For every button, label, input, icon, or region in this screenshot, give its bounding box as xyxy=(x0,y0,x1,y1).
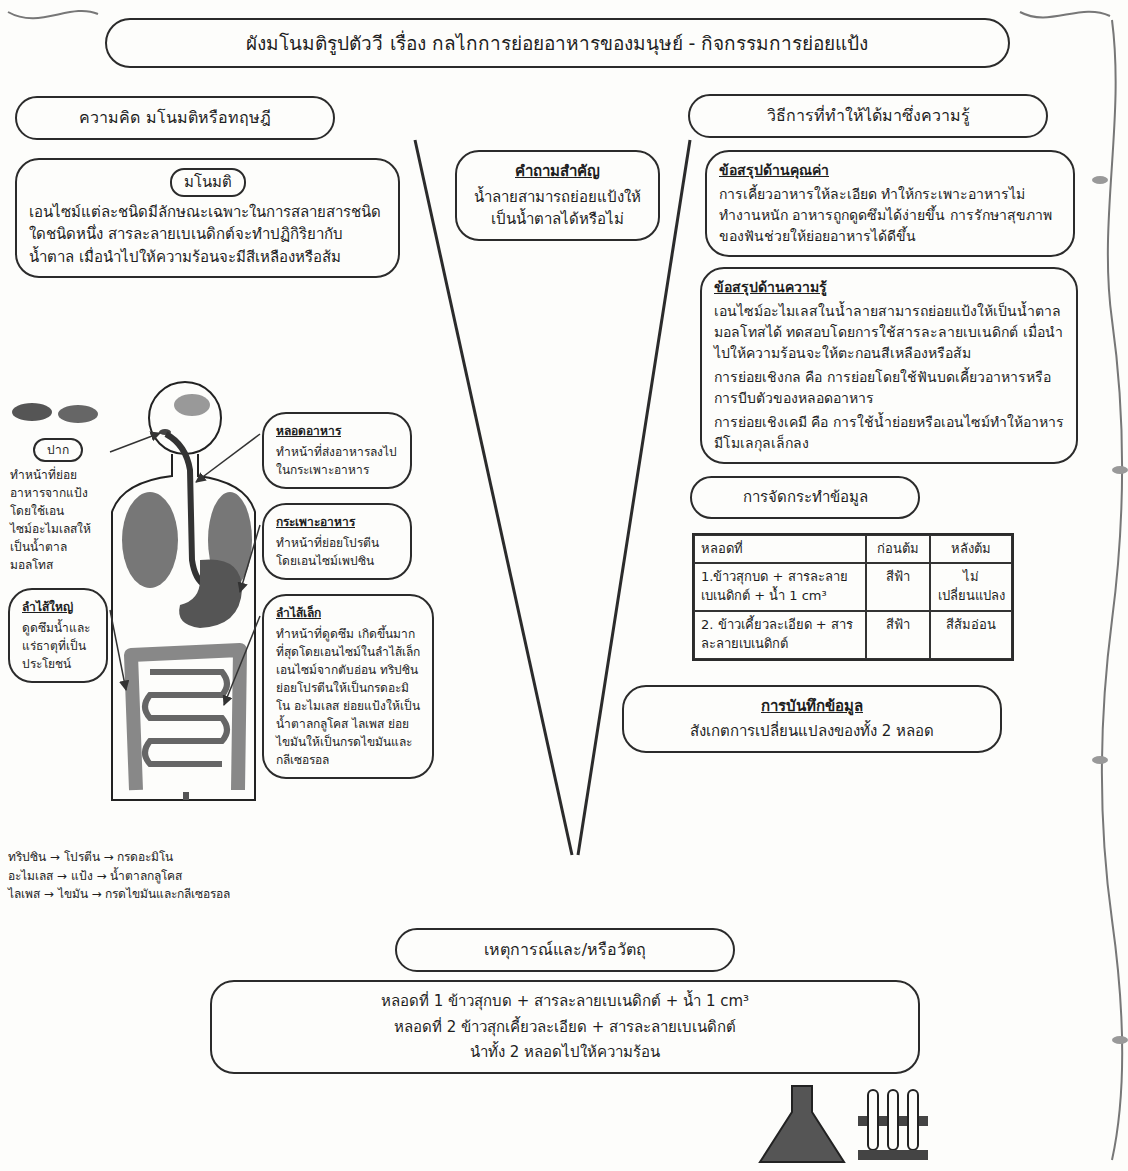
node-text: เอนไซม์แต่ละชนิดมีลักษณะเฉพาะในการสลายสา… xyxy=(29,201,386,269)
text-bubble: เหตุการณ์และ/หรือวัตถุ xyxy=(395,928,735,972)
leader-line xyxy=(196,434,260,482)
food-drawing xyxy=(12,403,52,421)
leader-line xyxy=(110,610,126,690)
enzyme-note: อะไมเลส → แป้ง → น้ำตาลกลูโคส xyxy=(8,867,258,886)
note-group: ทริปซิน → โปรตีน → กรดอะมิโนอะไมเลส → แป… xyxy=(8,848,258,904)
node-text: หลอดที่ 1 ข้าวสุกบด + สารละลายเบเนดิกต์ … xyxy=(224,990,906,1013)
large-intestine-drawing xyxy=(131,650,240,790)
vine-leaf xyxy=(1112,466,1128,474)
node-text: ทำหน้าที่ส่งอาหารลงไปในกระเพาะอาหาร xyxy=(276,443,398,479)
table-cell: สีส้มอ่อน xyxy=(930,611,1012,659)
node-text: ทำหน้าที่ดูดซึม เกิดขึ้นมากที่สุดโดยเอนไ… xyxy=(276,625,420,769)
vine-leaf xyxy=(1092,176,1108,184)
node-text: นำทั้ง 2 หลอดไปให้ความร้อน xyxy=(224,1041,906,1064)
tube-rack xyxy=(858,1150,928,1160)
food-drawing xyxy=(58,405,98,423)
text-bubble: ข้อสรุปด้านคุณค่าการเคี้ยวอาหารให้ละเอีย… xyxy=(705,150,1075,257)
text-bubble: การบันทึกข้อมูลสังเกตการเปลี่ยนแปลงของทั… xyxy=(622,685,1002,753)
text-bubble: หลอดที่ 1 ข้าวสุกบด + สารละลายเบเนดิกต์ … xyxy=(210,980,920,1074)
node-heading: มโนมติ xyxy=(170,168,246,197)
text-bubble: ความคิด มโนมติหรือทฤษฎี xyxy=(15,96,335,140)
text-bubble: ลำไส้ใหญ่ดูดซึมน้ำและแร่ธาตุที่เป็นประโย… xyxy=(8,588,108,683)
node-text: การเคี้ยวอาหารให้ละเอียด ทำให้กระเพาะอาห… xyxy=(719,184,1061,247)
table-cell: สีฟ้า xyxy=(866,611,930,659)
text-bubble: ข้อสรุปด้านความรู้เอนไซม์อะไมเลสในน้ำลาย… xyxy=(700,267,1078,464)
node-text: วิธีการที่ทำให้ได้มาซึ่งความรู้ xyxy=(702,104,1034,128)
text-bubble: คำถามสำคัญน้ำลายสามารถย่อยแป้งให้เป็นน้ำ… xyxy=(455,150,660,241)
stomach-drawing xyxy=(179,559,242,628)
text-bubble: มโนมติเอนไซม์แต่ละชนิดมีลักษณะเฉพาะในการ… xyxy=(15,158,400,278)
node-heading: กระเพาะอาหาร xyxy=(276,513,398,531)
node-heading: ข้อสรุปด้านคุณค่า xyxy=(719,160,1061,181)
text-bubble: วิธีการที่ทำให้ได้มาซึ่งความรู้ xyxy=(688,94,1048,138)
vine-leaf xyxy=(1092,756,1108,764)
node-text: น้ำลายสามารถย่อยแป้งให้เป็นน้ำตาลได้หรือ… xyxy=(469,186,646,231)
callout-label: ปากทำหน้าที่ย่อยอาหารจากแป้งโดยใช้เอนไซม… xyxy=(8,438,108,574)
table-cell: สีฟ้า xyxy=(866,563,930,611)
node-text: ทำหน้าที่ย่อยอาหารจากแป้งโดยใช้เอนไซม์อะ… xyxy=(10,466,106,574)
text-bubble: การจัดกระทำข้อมูล xyxy=(690,476,920,519)
leader-line xyxy=(240,525,260,592)
node-heading: ข้อสรุปด้านความรู้ xyxy=(714,277,1064,298)
table-cell: หลอดที่ xyxy=(694,535,866,564)
leader-line xyxy=(224,616,260,705)
body-outline xyxy=(112,454,255,800)
leader-line xyxy=(110,433,160,452)
vine-leaf xyxy=(1112,1036,1128,1044)
enzyme-note: ทริปซิน → โปรตีน → กรดอะมิโน xyxy=(8,848,258,867)
node-heading: หลอดอาหาร xyxy=(276,422,398,440)
node-text: เอนไซม์อะไมเลสในน้ำลายสามารถย่อยแป้งให้เ… xyxy=(714,301,1064,364)
title-banner: ผังมโนมติรูปตัววี เรื่อง กลไกการย่อยอาหา… xyxy=(105,18,1010,68)
node-heading: ลำไส้เล็ก xyxy=(276,604,420,622)
table-cell: หลังต้ม xyxy=(930,535,1012,564)
table-cell: ไม่เปลี่ยนแปลง xyxy=(930,563,1012,611)
rectum-drawing xyxy=(183,792,189,800)
vee-arm xyxy=(415,140,572,855)
small-intestine-drawing xyxy=(145,672,227,764)
text-bubble: หลอดอาหารทำหน้าที่ส่งอาหารลงไปในกระเพาะอ… xyxy=(262,412,412,489)
vine-border xyxy=(1020,12,1110,18)
node-text: การจัดกระทำข้อมูล xyxy=(704,486,906,509)
node-heading: ปาก xyxy=(33,438,83,462)
node-text: ความคิด มโนมติหรือทฤษฎี xyxy=(29,106,321,130)
data-table: หลอดที่ก่อนต้มหลังต้ม 1.ข้าวสุกบด + สารละ… xyxy=(692,533,1014,661)
test-tube xyxy=(908,1090,918,1150)
table-cell: 1.ข้าวสุกบด + สารละลายเบเนดิกต์ + น้ำ 1 … xyxy=(694,563,866,611)
test-tube xyxy=(888,1090,898,1150)
enzyme-note: ไลเพส → ไขมัน → กรดไขมันและกลีเซอรอล xyxy=(8,885,258,904)
text-bubble: กระเพาะอาหารทำหน้าที่ย่อยโปรตีนโดยเอนไซม… xyxy=(262,503,412,580)
node-text: ดูดซึมน้ำและแร่ธาตุที่เป็นประโยชน์ xyxy=(22,619,94,673)
vine-border xyxy=(1102,20,1122,1160)
table-cell: ก่อนต้ม xyxy=(866,535,930,564)
node-text: สังเกตการเปลี่ยนแปลงของทั้ง 2 หลอด xyxy=(636,720,988,743)
lab-glassware xyxy=(760,1086,928,1162)
brain-drawing xyxy=(174,394,210,416)
leader-lines xyxy=(110,433,260,705)
node-text: หลอดที่ 2 ข้าวสุกเคี้ยวละเอียด + สารละลา… xyxy=(224,1016,906,1039)
lung-drawing xyxy=(122,492,178,588)
node-text: ทำหน้าที่ย่อยโปรตีนโดยเอนไซม์เพปซิน xyxy=(276,534,398,570)
table-cell: 2. ข้าวเคี้ยวละเอียด + สารละลายเบเนดิกต์ xyxy=(694,611,866,659)
test-tube xyxy=(868,1090,878,1150)
node-heading: คำถามสำคัญ xyxy=(469,160,646,183)
title-text: ผังมโนมติรูปตัววี เรื่อง กลไกการย่อยอาหา… xyxy=(123,28,992,58)
flask-drawing xyxy=(760,1086,844,1162)
node-heading: ลำไส้ใหญ่ xyxy=(22,598,94,616)
text-bubble: ลำไส้เล็กทำหน้าที่ดูดซึม เกิดขึ้นมากที่ส… xyxy=(262,594,434,779)
node-heading: การบันทึกข้อมูล xyxy=(636,695,988,718)
esophagus-drawing xyxy=(166,434,205,585)
node-text: เหตุการณ์และ/หรือวัตถุ xyxy=(409,938,721,962)
node-text: การย่อยเชิงเคมี คือ การใช้น้ำย่อยหรือเอน… xyxy=(714,412,1064,454)
vine-border xyxy=(8,11,98,18)
node-text: การย่อยเชิงกล คือ การย่อยโดยใช้ฟันบดเคี้… xyxy=(714,367,1064,409)
head-outline xyxy=(149,382,221,454)
